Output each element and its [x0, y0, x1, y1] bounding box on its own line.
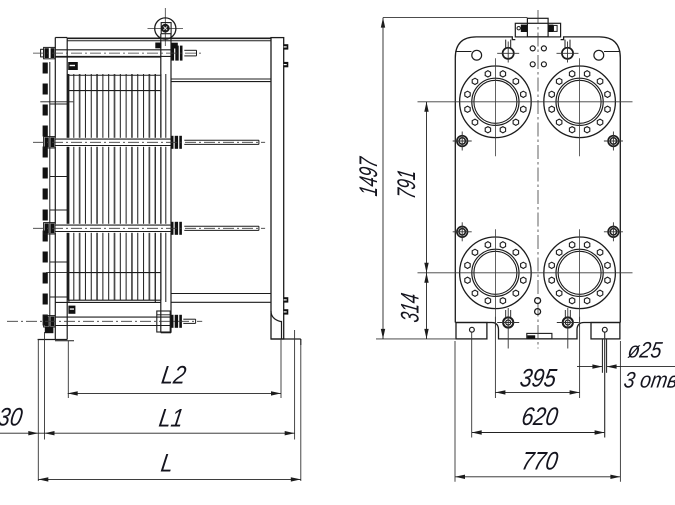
svg-text:770: 770: [520, 448, 560, 476]
svg-text:3 отв.: 3 отв.: [622, 368, 675, 392]
svg-text:L1: L1: [157, 405, 185, 433]
svg-text:1497: 1497: [354, 155, 383, 198]
svg-text:620: 620: [520, 404, 560, 432]
svg-text:L: L: [159, 450, 175, 478]
svg-text:395: 395: [518, 365, 559, 393]
svg-text:314: 314: [395, 291, 424, 324]
svg-text:L2: L2: [160, 362, 188, 390]
svg-text:ø25: ø25: [626, 338, 664, 362]
svg-text:791: 791: [392, 168, 421, 201]
svg-text:30: 30: [0, 404, 24, 432]
